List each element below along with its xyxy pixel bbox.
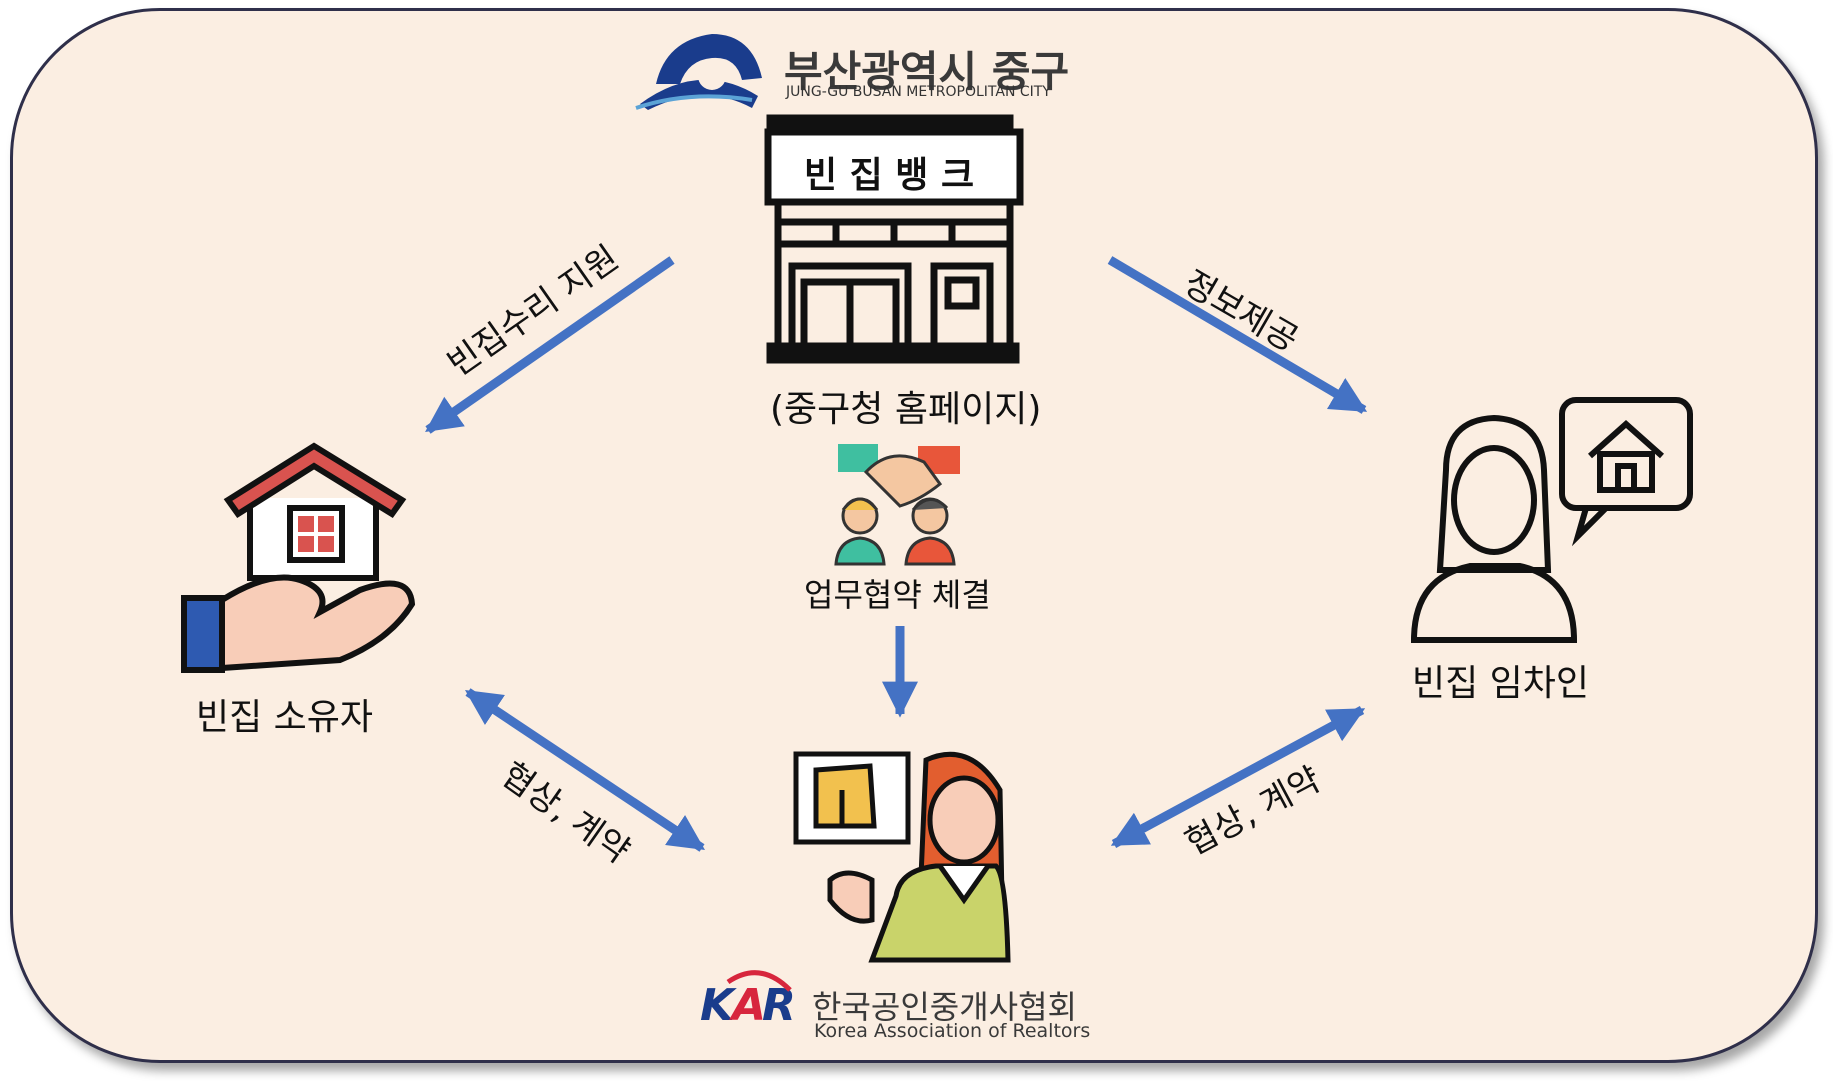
owner-label: 빈집 소유자 — [196, 697, 374, 738]
tenant-label: 빈집 임차인 — [1412, 663, 1590, 704]
repair-support-arrow — [425, 256, 675, 434]
info-provision-arrow — [1107, 256, 1368, 414]
partners-icon — [834, 497, 956, 566]
handshake-icon — [838, 444, 960, 508]
kar-logo-subtitle: Korea Association of Realtors — [814, 1020, 1091, 1042]
house-in-hand-icon — [181, 442, 416, 673]
homepage-caption: (중구청 홈페이지) — [770, 389, 1042, 430]
tenant-person-icon — [1410, 397, 1693, 643]
kar-logo-icon: K A R — [700, 970, 796, 1031]
jung-gu-logo-subtitle: JUNG-GU BUSAN METROPOLITAN CITY — [786, 84, 1051, 100]
building-icon — [764, 114, 1024, 364]
building-sign-text: 빈 집 뱅 크 — [804, 155, 975, 196]
jung-gu-logo-icon — [635, 34, 762, 110]
agreement-label: 업무협약 체결 — [804, 576, 991, 614]
realtor-icon — [793, 751, 1011, 963]
kar-logo-title: 한국공인중개사협회 — [812, 988, 1077, 1026]
svg-text:K: K — [700, 980, 737, 1031]
svg-text:A: A — [729, 980, 766, 1031]
jung-gu-logo-title: 부산광역시 중구 — [784, 47, 1070, 96]
owner-realtor-arrow — [465, 688, 705, 852]
tenant-realtor-arrow — [1110, 706, 1366, 848]
